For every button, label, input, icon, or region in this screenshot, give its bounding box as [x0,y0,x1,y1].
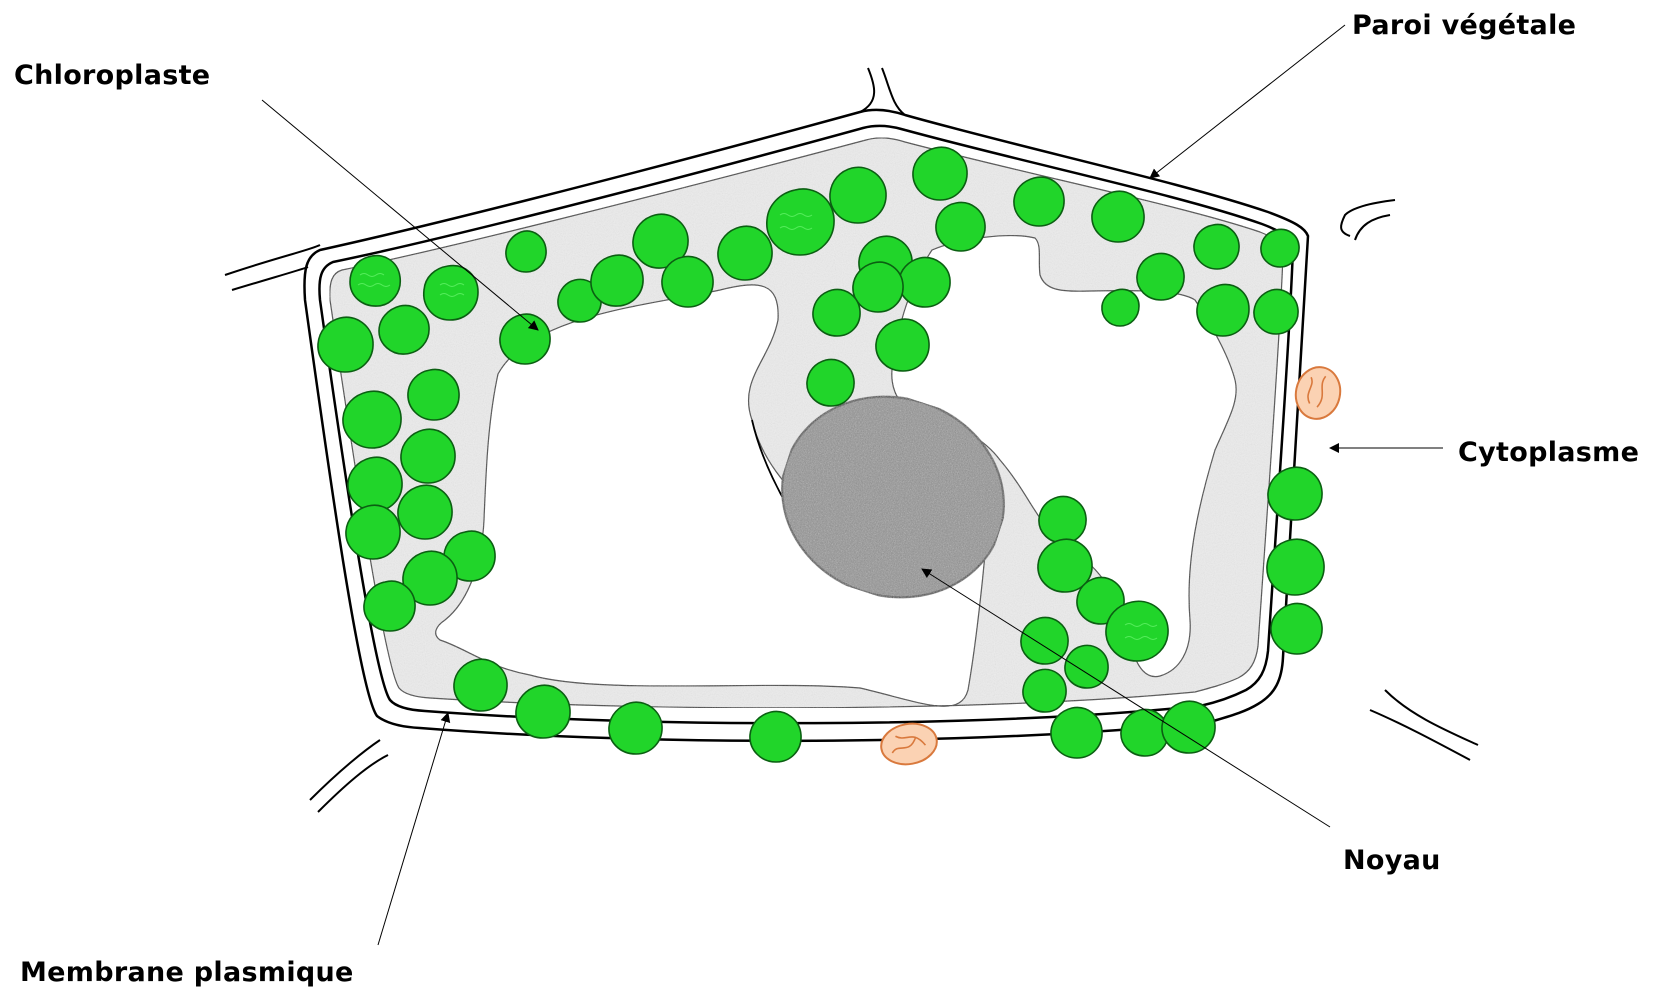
chloroplast [936,203,985,251]
chloroplast [767,189,834,255]
chloroplast [1197,285,1249,336]
label-cytoplasm: Cytoplasme [1458,437,1639,468]
chloroplast [398,485,452,539]
chloroplast [899,258,950,307]
chloroplast [876,319,929,371]
chloroplast [609,702,662,754]
cell-wall-leader [1150,25,1345,178]
chloroplast [718,226,772,280]
chloroplast [408,370,459,420]
chloroplast [591,255,643,306]
chloroplast [1039,496,1086,543]
chloroplast [401,429,455,483]
chloroplast [813,289,860,336]
chloroplast [1271,604,1322,654]
chloroplast [1162,701,1215,753]
chloroplast [348,457,402,511]
chloroplast [346,505,400,559]
chloroplast [830,167,886,223]
chloroplast [1051,708,1102,758]
chloroplast [750,712,801,762]
chloroplast [506,231,546,272]
chloroplast [1194,224,1239,269]
chloroplast [379,305,429,354]
chloroplast [1023,669,1066,712]
chloroplast [318,317,373,372]
label-cell-wall: Paroi végétale [1352,10,1576,41]
chloroplast [500,314,550,364]
chloroplast [1102,289,1139,326]
chloroplast [807,359,854,406]
chloroplast [1261,229,1299,267]
chloroplast [364,581,415,631]
mitochondrion [878,719,940,768]
chloroplast [1268,467,1322,520]
chloroplast [516,685,570,738]
chloroplast [853,262,903,312]
chloroplast [1137,253,1184,300]
plasma-membrane-leader [378,713,448,945]
chloroplast [1092,191,1144,242]
chloroplast [1254,289,1298,334]
chloroplast [662,257,713,307]
label-nucleus: Noyau [1343,845,1441,876]
chloroplast [350,256,400,306]
chloroplast [1106,601,1168,661]
label-plasma-membrane: Membrane plasmique [20,957,354,988]
chloroplast [454,659,507,711]
chloroplast [1065,645,1108,688]
chloroplast [1267,539,1324,595]
chloroplast [1014,177,1064,226]
chloroplast [1121,709,1168,756]
chloroplast [343,391,401,448]
label-chloroplast: Chloroplaste [14,60,210,91]
chloroplast [913,147,967,200]
